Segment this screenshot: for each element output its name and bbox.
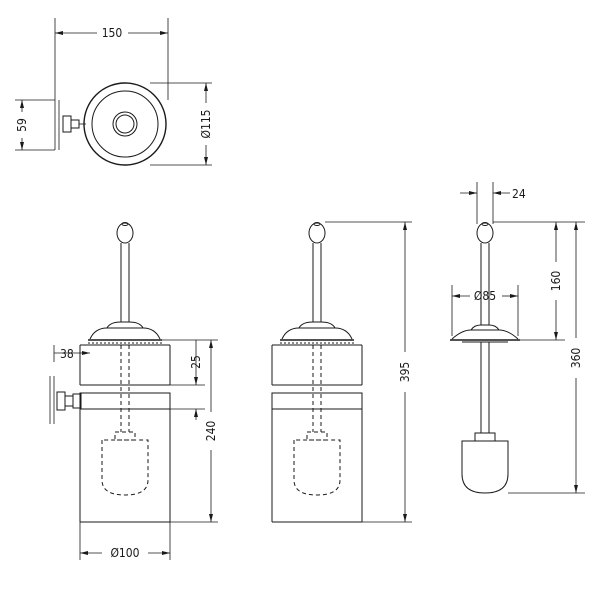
- dim-label-160: 160: [549, 271, 563, 292]
- dim-top-width: 150: [54, 18, 169, 100]
- dim-front-rim: 25: [170, 340, 205, 420]
- dim-brush-handle-width: 24: [460, 182, 526, 224]
- dim-brush-total-length: 360: [508, 221, 585, 494]
- dim-label-360: 360: [569, 348, 583, 369]
- dim-label-d100: Ø100: [110, 546, 139, 560]
- side-view: [271, 222, 363, 523]
- dim-label-395: 395: [398, 362, 412, 383]
- dim-front-height: 240: [162, 339, 218, 523]
- brush-view: [450, 222, 520, 494]
- top-view: [54, 82, 167, 166]
- dim-label-150: 150: [102, 26, 123, 40]
- dim-label-24: 24: [512, 187, 526, 201]
- dim-label-38: 38: [60, 347, 74, 361]
- dim-brush-cap-diameter: Ø85: [451, 285, 519, 336]
- dim-label-59: 59: [15, 118, 29, 132]
- dim-brush-handle-length: 160: [493, 221, 565, 341]
- dim-label-d85: Ø85: [474, 289, 496, 303]
- dim-front-offset: 38: [53, 345, 90, 362]
- dim-label-25: 25: [189, 355, 203, 369]
- dim-side-total-height: 395: [325, 221, 412, 523]
- front-view: [49, 222, 171, 523]
- dim-front-diameter: Ø100: [79, 522, 171, 560]
- dim-top-depth: 59: [15, 99, 55, 151]
- dim-label-d115: Ø115: [199, 109, 213, 138]
- dim-top-diameter: Ø115: [150, 82, 213, 166]
- dim-label-240: 240: [204, 421, 218, 442]
